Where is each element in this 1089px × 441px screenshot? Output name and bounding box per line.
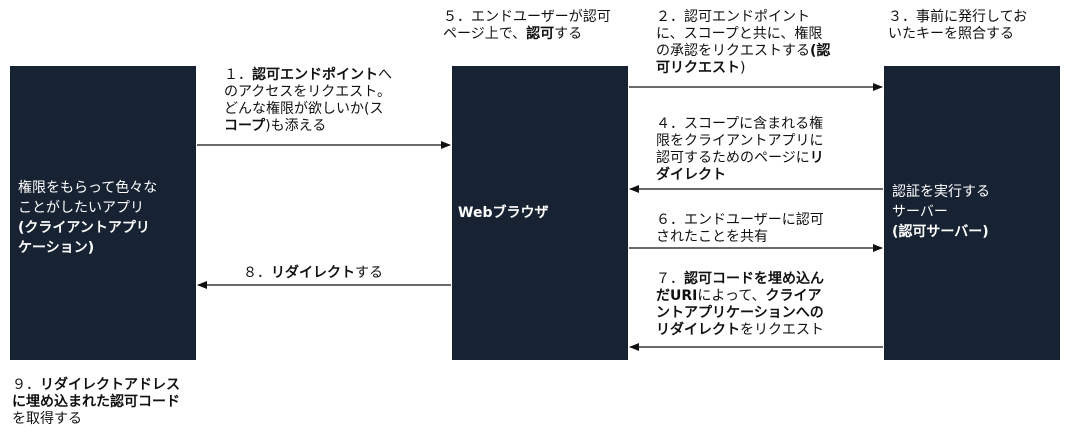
client-app-box: 権限をもらって色々な ことがしたいアプリ (クライアントアプリ ケーション): [10, 66, 196, 360]
step-5-text: ５．エンドユーザーが認可 ページ上で、認可する: [443, 9, 611, 42]
web-browser-box: Webブラウザ: [452, 66, 628, 360]
client-app-label: 権限をもらって色々な ことがしたいアプリ (クライアントアプリ ケーション): [18, 180, 158, 256]
step-2-text: ２．認可エンドポイント に、スコープと共に、権限 の承認をリクエストする(認 可…: [656, 9, 831, 76]
step-4-text: ４．スコープに含まれる権 限をクライアントアプリに 認可するためのページにリ ダ…: [656, 116, 824, 183]
step-6-text: ６．エンドユーザーに認可 されたことを共有: [656, 212, 824, 245]
step-3-text: ３．事前に発行してお いたキーを照合する: [888, 9, 1028, 42]
auth-server-box: 認証を実行する サーバー (認可サーバー): [884, 66, 1060, 360]
step-9-text: ９．リダイレクトアドレス に埋め込まれた認可コード を取得する: [12, 377, 180, 427]
web-browser-label: Webブラウザ: [458, 205, 549, 221]
auth-server-label: 認証を実行する サーバー (認可サーバー): [892, 184, 990, 240]
step-7-text: ７．認可コードを埋め込ん だURIによって、クライア ントアプリケーションへの …: [656, 271, 824, 338]
step-8-text: ８．リダイレクトする: [243, 265, 383, 281]
step-1-text: １．認可エンドポイントへ のアクセスをリクエスト。 どんな権限が欲しいか(ス コ…: [224, 67, 392, 134]
